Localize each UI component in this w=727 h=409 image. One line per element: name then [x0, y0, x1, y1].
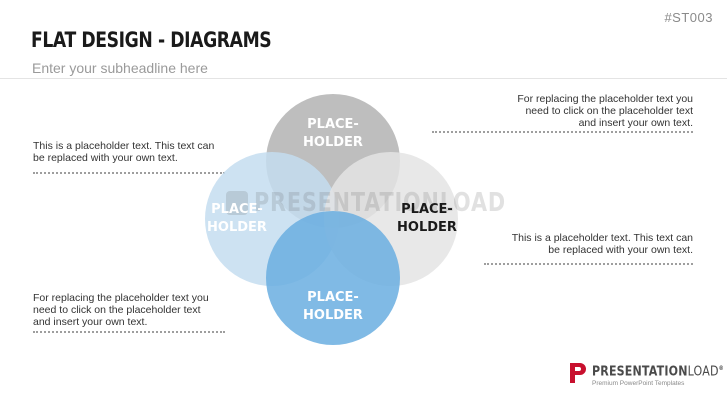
note-bottom-right-dots: [484, 263, 693, 265]
watermark-logo-icon: [226, 191, 248, 215]
brand-tagline: Premium PowerPoint Templates: [592, 380, 685, 388]
note-top-right: For replacing the placeholder text you n…: [517, 93, 693, 129]
circle-bottom-label: PLACE- HOLDER: [303, 290, 363, 323]
brand-name: PRESENTATIONLOAD®: [592, 364, 724, 380]
circle-left-label: PLACE- HOLDER: [207, 202, 267, 235]
note-bottom-right: This is a placeholder text. This text ca…: [511, 232, 693, 256]
note-top-left-dots: [33, 172, 225, 174]
note-bottom-left-dots: [33, 331, 225, 333]
circle-top-label: PLACE- HOLDER: [303, 117, 363, 150]
note-top-left: This is a placeholder text. This text ca…: [33, 140, 215, 164]
circle-bottom: [266, 211, 400, 345]
note-bottom-left: For replacing the placeholder text you n…: [33, 292, 209, 328]
slide-id: #ST003: [664, 10, 713, 25]
note-top-right-dots: [432, 131, 693, 133]
watermark-text: PRESENTATIONLOAD: [254, 188, 506, 218]
header-divider: [0, 78, 727, 79]
logo-mark-shape: [570, 363, 586, 383]
presentationload-logo-icon: [570, 363, 586, 383]
watermark: PRESENTATIONLOAD: [226, 188, 569, 218]
page-title: FLAT DESIGN - DIAGRAMS: [31, 28, 272, 52]
brand-logo: PRESENTATIONLOAD® Premium PowerPoint Tem…: [568, 362, 727, 388]
page-subtitle: Enter your subheadline here: [32, 60, 208, 76]
circle-right-label: PLACE- HOLDER: [397, 202, 457, 235]
